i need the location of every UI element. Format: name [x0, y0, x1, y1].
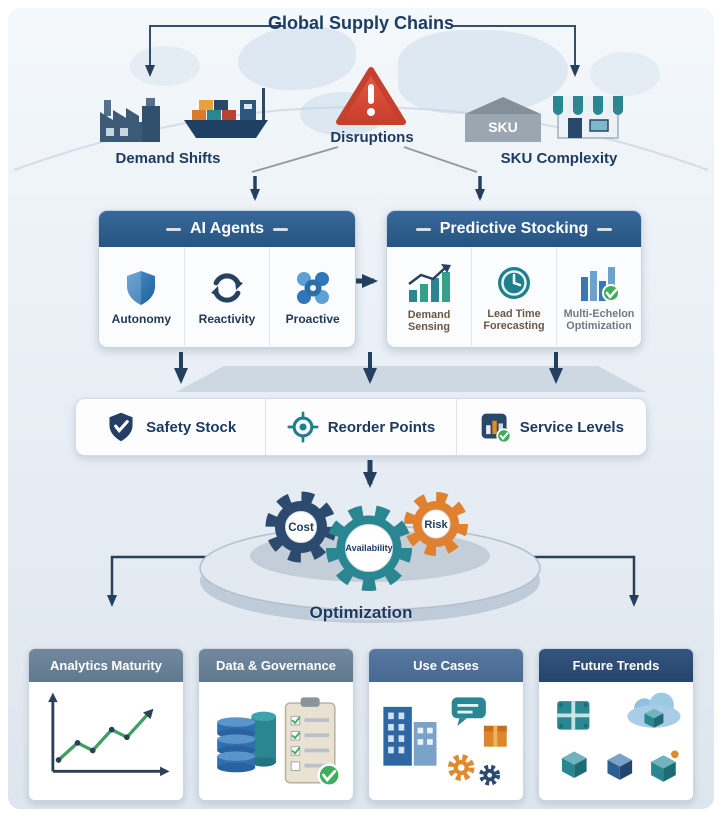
checklist-icon — [284, 697, 341, 787]
ps-item-demand-sensing: Demand Sensing — [387, 247, 471, 348]
ai-agent-item-label: Autonomy — [111, 312, 171, 327]
rotor-gear-icon — [296, 272, 329, 305]
panel-analytics-maturity: Analytics Maturity — [28, 648, 184, 801]
iso-cube-icon — [651, 750, 679, 782]
panel-use-cases-body — [369, 682, 523, 800]
ps-item-lead-time: Lead Time Forecasting — [471, 247, 556, 348]
warehouse-sku-text: SKU — [488, 119, 518, 135]
panel-title: Data & Governance — [216, 658, 336, 673]
crate-icon — [557, 701, 590, 730]
ai-agent-item-reactivity: Reactivity — [183, 247, 270, 348]
metric-safety-stock: Safety Stock — [76, 399, 265, 455]
ps-item-label: Multi-Echelon Optimization — [563, 307, 635, 332]
package-icon — [483, 725, 507, 747]
panel-use-cases: Use Cases — [368, 648, 524, 801]
panel-data-governance: Data & Governance — [198, 648, 354, 801]
predictive-stocking-body: Demand Sensing Lead Time Forecasting — [387, 247, 641, 348]
metric-label: Service Levels — [519, 418, 624, 436]
optimization-platform: Cost Risk Availability — [199, 491, 541, 623]
panel-title: Use Cases — [413, 658, 479, 673]
metrics-bar: Safety Stock Reorder Points Service Leve… — [75, 398, 647, 456]
metric-label: Safety Stock — [146, 418, 237, 436]
predictive-stocking-header: Predictive Stocking — [387, 211, 641, 247]
predictive-stocking-title: Predictive Stocking — [439, 220, 589, 237]
factory-icon — [100, 98, 160, 142]
panel-use-cases-header: Use Cases — [369, 649, 523, 682]
ps-item-multi-echelon: Multi-Echelon Optimization — [556, 247, 641, 348]
database-stack-icon — [217, 717, 256, 773]
panel-title: Analytics Maturity — [50, 658, 162, 673]
metric-reorder-points: Reorder Points — [265, 399, 455, 455]
ai-agent-item-autonomy: Autonomy — [99, 247, 184, 348]
ai-agent-item-label: Proactive — [285, 312, 340, 327]
world-map-blob — [590, 52, 660, 96]
header-dash — [273, 227, 289, 231]
gear-risk-label: Risk — [424, 519, 448, 531]
panel-future-trends-header: Future Trends — [539, 649, 693, 682]
shield-icon — [127, 271, 156, 306]
sync-arrows-icon — [211, 273, 243, 303]
buildings-gears-icon — [383, 697, 507, 786]
demand-shifts-label: Demand Shifts — [115, 150, 221, 167]
ai-agents-box: AI Agents Autonomy — [98, 210, 356, 348]
header-dash — [165, 227, 181, 231]
iso-cube-icon — [607, 753, 633, 780]
bars-check-icon — [581, 266, 620, 302]
growth-line-chart-icon — [48, 692, 170, 777]
metric-service-levels: Service Levels — [455, 399, 646, 455]
header-dash — [597, 227, 613, 231]
gear-availability-label: Availability — [345, 543, 392, 553]
page-title: Global Supply Chains — [267, 13, 455, 33]
storefront-icon — [553, 96, 623, 139]
ai-agent-item-label: Reactivity — [198, 312, 256, 327]
cloud-cube-icon — [627, 692, 681, 728]
panel-title: Future Trends — [572, 658, 660, 673]
crosshair-icon — [287, 411, 319, 443]
panel-future-trends: Future Trends — [538, 648, 694, 801]
gear-risk: Risk — [404, 492, 468, 556]
ai-agent-item-proactive: Proactive — [269, 247, 355, 348]
bottom-panels: Analytics Maturity — [28, 648, 694, 801]
panel-data-governance-body — [199, 682, 353, 800]
cargo-ship-icon — [184, 88, 268, 138]
panel-future-trends-body — [539, 682, 693, 800]
panel-analytics-maturity-body — [29, 682, 183, 800]
shield-check-icon — [109, 412, 133, 442]
ai-agents-body: Autonomy Reactivity — [99, 247, 355, 348]
panel-data-governance-header: Data & Governance — [199, 649, 353, 682]
disruptions-label: Disruptions — [330, 129, 414, 146]
ps-item-label: Lead Time Forecasting — [483, 307, 545, 332]
ps-item-label: Demand Sensing — [407, 308, 451, 333]
iso-cube-icon — [561, 751, 587, 778]
ai-agents-title: AI Agents — [189, 220, 265, 237]
sku-complexity-label: SKU Complexity — [500, 150, 618, 167]
gear-availability: Availability — [326, 505, 412, 591]
ai-agents-header: AI Agents — [99, 211, 355, 247]
orange-gear-icon — [447, 754, 475, 781]
gear-cost-label: Cost — [288, 522, 314, 534]
chart-check-icon — [481, 413, 511, 443]
metric-label: Reorder Points — [327, 418, 436, 436]
clock-gauge-icon — [498, 266, 530, 299]
gear-cost: Cost — [265, 491, 337, 563]
header-dash — [415, 227, 431, 231]
cloud-cubes-icon — [557, 692, 681, 782]
database-checklist-icon — [217, 697, 341, 787]
predictive-stocking-box: Predictive Stocking Demand Sensing — [386, 210, 642, 348]
warning-triangle-icon — [336, 67, 406, 125]
optimization-label: Optimization — [309, 603, 413, 622]
panel-analytics-maturity-header: Analytics Maturity — [29, 649, 183, 682]
chat-bubble-icon — [451, 697, 486, 726]
rising-bar-chart-icon — [408, 263, 451, 302]
warehouse-sku-icon: SKU — [465, 97, 541, 142]
navy-gear-icon — [479, 764, 501, 786]
